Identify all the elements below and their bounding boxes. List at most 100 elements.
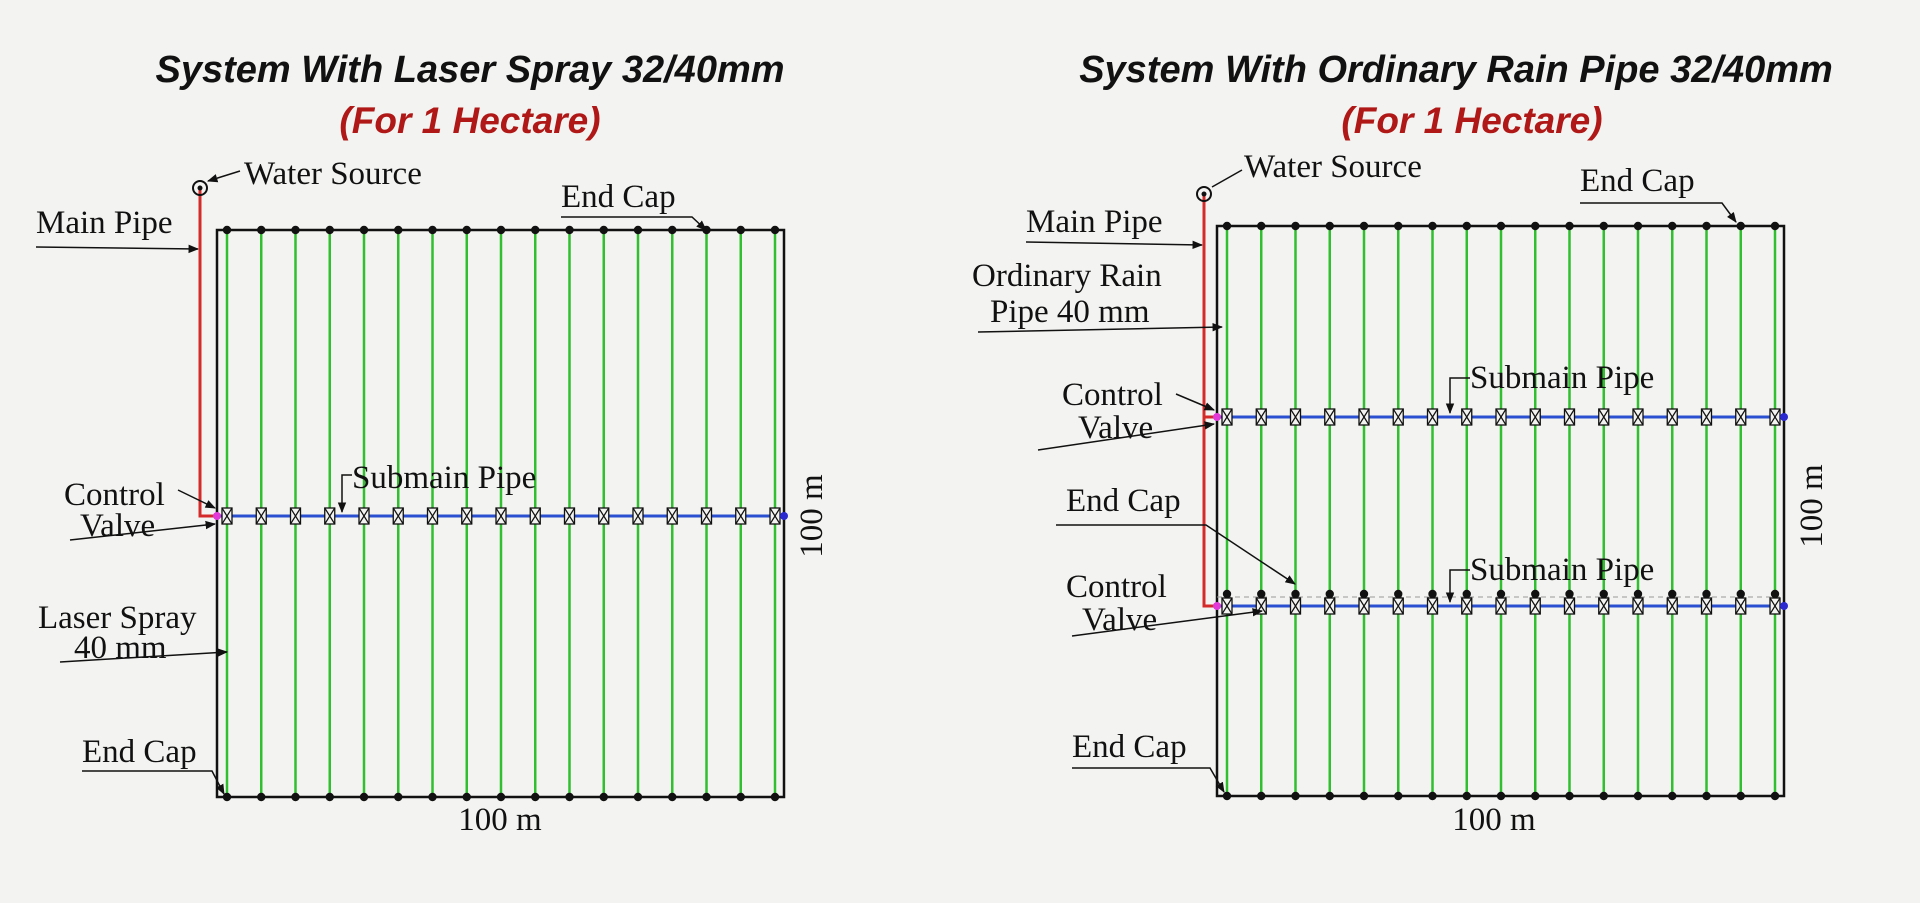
end-cap-dot — [1325, 791, 1334, 801]
right-label-submain-pipe-a: Submain Pipe — [1470, 360, 1654, 396]
end-cap-dot — [394, 225, 403, 235]
end-cap-dot — [1565, 791, 1574, 801]
left-control-valve-dot — [213, 512, 221, 520]
right-main-pipe — [1202, 196, 1217, 608]
lateral-valve — [1666, 597, 1678, 615]
end-cap-dot — [1565, 589, 1574, 599]
end-cap-dot — [1531, 589, 1540, 599]
left-valves — [221, 507, 781, 525]
end-cap-dot — [1496, 221, 1506, 231]
left-label-main-pipe: Main Pipe — [36, 205, 173, 241]
end-cap-dot — [633, 792, 643, 802]
right-submain-end-dot-b — [1780, 602, 1788, 610]
end-cap-dot — [1462, 791, 1471, 801]
left-main-pipe — [198, 190, 217, 518]
lateral-valve — [735, 507, 747, 525]
end-cap-dot — [1668, 589, 1677, 599]
lateral-valve — [1529, 408, 1541, 426]
end-cap-dot — [1257, 589, 1266, 599]
end-cap-dot — [1668, 221, 1677, 231]
left-subtitle: (For 1 Hectare) — [339, 100, 600, 141]
lateral-valve — [1632, 597, 1644, 615]
lateral-valve — [1529, 597, 1541, 615]
end-cap-dot — [599, 792, 608, 802]
end-cap-dot — [462, 792, 471, 802]
end-cap-dot — [531, 225, 540, 235]
end-cap-dot — [291, 792, 300, 802]
end-cap-dot — [1633, 791, 1643, 801]
right-control-valve-dot-a — [1213, 413, 1221, 421]
lateral-valve — [1461, 597, 1473, 615]
right-leader-control-valve-a-bottom — [1037, 421, 1216, 451]
end-cap-dot — [1633, 221, 1643, 231]
end-cap-dot — [1257, 221, 1266, 231]
left-leader-control-valve-top — [177, 489, 216, 509]
right-leader-control-valve-b — [1071, 608, 1264, 637]
left-leader-main-pipe — [35, 244, 200, 254]
right-title: System With Ordinary Rain Pipe 32/40mm — [1079, 49, 1833, 91]
end-cap-dot — [565, 792, 574, 802]
end-cap-dot — [1428, 791, 1437, 801]
right-control-valve-dot-b — [1213, 602, 1221, 610]
end-cap-dot — [633, 225, 643, 235]
lateral-valve — [1221, 408, 1233, 426]
lateral-valve — [1324, 408, 1336, 426]
end-cap-dot — [1770, 221, 1780, 231]
end-cap-dot — [428, 225, 437, 235]
lateral-valve — [1426, 408, 1439, 426]
end-cap-dot — [325, 225, 334, 235]
end-cap-dot — [1325, 589, 1334, 599]
end-cap-dot — [496, 792, 506, 802]
left-label-control-valve-1: Control — [64, 477, 165, 513]
right-leader-water-source — [1211, 169, 1243, 188]
lateral-valve — [392, 507, 404, 525]
lateral-valve — [632, 507, 644, 525]
end-cap-dot — [325, 792, 334, 802]
left-label-lateral-1: Laser Spray — [38, 600, 197, 636]
end-cap-dot — [1736, 589, 1745, 599]
end-cap-dot — [291, 225, 300, 235]
right-leader-end-cap-top — [1580, 202, 1737, 223]
end-cap-dot — [1599, 589, 1608, 599]
end-cap-dot — [1770, 791, 1780, 801]
end-cap-dot — [531, 792, 540, 802]
end-cap-dot — [359, 225, 369, 235]
left-diagram: System With Laser Spray 32/40mm (For 1 H… — [35, 49, 830, 838]
lateral-valve — [529, 507, 541, 525]
end-cap-dot — [1599, 791, 1608, 801]
lateral-valve — [1563, 408, 1576, 426]
end-cap-dot — [1736, 221, 1745, 231]
lateral-valve — [1358, 408, 1370, 426]
lateral-valve — [1324, 597, 1336, 615]
end-cap-dot — [1462, 221, 1471, 231]
end-cap-dot — [222, 225, 232, 235]
right-label-water-source: Water Source — [1244, 149, 1422, 185]
end-cap-dot — [668, 225, 677, 235]
right-label-submain-pipe-b: Submain Pipe — [1470, 552, 1654, 588]
end-cap-dot — [599, 225, 608, 235]
right-leader-control-valve-a-top — [1175, 393, 1215, 411]
right-leader-lateral — [977, 322, 1224, 333]
right-label-control-valve-a-1: Control — [1062, 377, 1163, 413]
end-cap-dot — [1565, 221, 1574, 231]
lateral-valve — [1598, 597, 1610, 615]
end-cap-dot — [1462, 589, 1471, 599]
left-leader-water-source — [206, 170, 241, 183]
left-leader-end-cap-top — [561, 216, 707, 231]
end-cap-dot — [1291, 791, 1300, 801]
right-label-end-cap-middle: End Cap — [1066, 483, 1181, 519]
left-height-label: 100 m — [794, 474, 830, 558]
end-cap-dot — [1359, 589, 1369, 599]
end-cap-dot — [359, 792, 369, 802]
lateral-valve — [1426, 597, 1439, 615]
end-cap-dot — [1668, 791, 1677, 801]
end-cap-dot — [462, 225, 471, 235]
end-cap-dot — [1394, 791, 1403, 801]
lateral-valve — [1735, 408, 1747, 426]
end-cap-dot — [736, 225, 745, 235]
right-label-lateral-1: Ordinary Rain — [972, 258, 1162, 294]
end-cap-dot — [1736, 791, 1745, 801]
end-cap-dot — [1222, 791, 1232, 801]
end-cap-dot — [1359, 791, 1369, 801]
right-water-source-icon — [1196, 186, 1212, 202]
